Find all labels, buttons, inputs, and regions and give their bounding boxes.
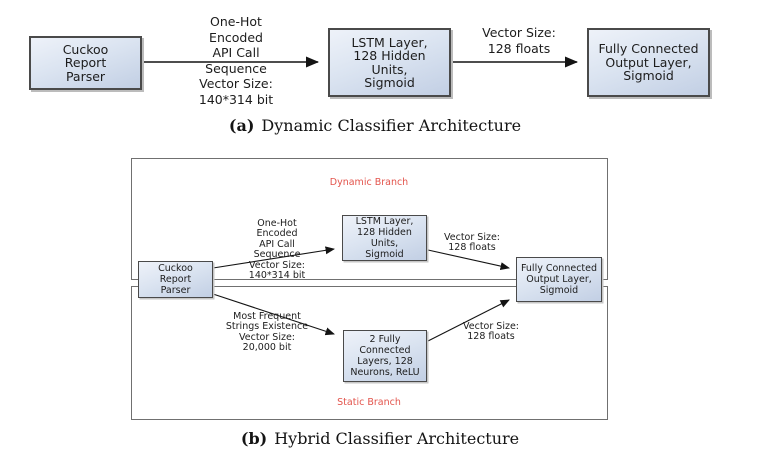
edge-label-b-onehot: One-Hot Encoded API Call Sequence Vector… [248, 218, 306, 282]
node-a-lstm-layer-label: LSTM Layer, 128 Hidden Units, Sigmoid [351, 34, 428, 90]
node-b-fc-output: Fully Connected Output Layer, Sigmoid [516, 257, 602, 302]
node-b-lstm-layer-label: LSTM Layer, 128 Hidden Units, Sigmoid [355, 216, 414, 260]
edge-b-parser-to-lstm [212, 246, 335, 269]
node-b-lstm-layer: LSTM Layer, 128 Hidden Units, Sigmoid [342, 215, 427, 261]
caption-b-tag: (b) [240, 429, 268, 448]
dynamic-branch-label: Dynamic Branch [329, 177, 409, 188]
static-branch-frame [131, 286, 608, 420]
node-a-fc-output-label: Fully Connected Output Layer, Sigmoid [598, 41, 699, 84]
node-b-2fc-layers: 2 Fully Connected Layers, 128 Neurons, R… [343, 330, 427, 382]
node-b-cuckoo-parser: Cuckoo Report Parser [138, 261, 213, 298]
node-a-lstm-layer: LSTM Layer, 128 Hidden Units, Sigmoid [328, 28, 451, 97]
edge-label-a-onehot: One-Hot Encoded API Call Sequence Vector… [198, 14, 274, 107]
caption-b: (b) Hybrid Classifier Architecture [241, 429, 519, 448]
caption-a-text: Dynamic Classifier Architecture [261, 116, 522, 135]
caption-b-text: Hybrid Classifier Architecture [274, 429, 520, 448]
node-a-fc-output: Fully Connected Output Layer, Sigmoid [587, 28, 710, 97]
node-a-cuckoo-parser-label: Cuckoo Report Parser [62, 41, 109, 84]
edge-b-lstm-to-fcout [427, 249, 510, 271]
caption-a: (a) Dynamic Classifier Architecture [229, 116, 521, 135]
node-b-2fc-layers-label: 2 Fully Connected Layers, 128 Neurons, R… [350, 334, 420, 378]
edge-label-b-vector-128-top: Vector Size: 128 floats [444, 232, 500, 254]
edge-b-fc2-to-fcout [427, 299, 510, 342]
dynamic-branch-frame [131, 158, 608, 280]
edge-label-b-vector-128-bottom: Vector Size: 128 floats [463, 321, 519, 343]
node-a-cuckoo-parser: Cuckoo Report Parser [29, 36, 142, 90]
edge-label-b-strings: Most Frequent Strings Existence Vector S… [225, 311, 309, 354]
caption-a-tag: (a) [228, 116, 255, 135]
node-b-cuckoo-parser-label: Cuckoo Report Parser [158, 263, 193, 296]
edge-label-a-vector-128: Vector Size: 128 floats [482, 25, 556, 56]
static-branch-label: Static Branch [337, 397, 401, 408]
node-b-fc-output-label: Fully Connected Output Layer, Sigmoid [520, 263, 598, 296]
edge-b-parser-to-fc2 [212, 293, 335, 336]
